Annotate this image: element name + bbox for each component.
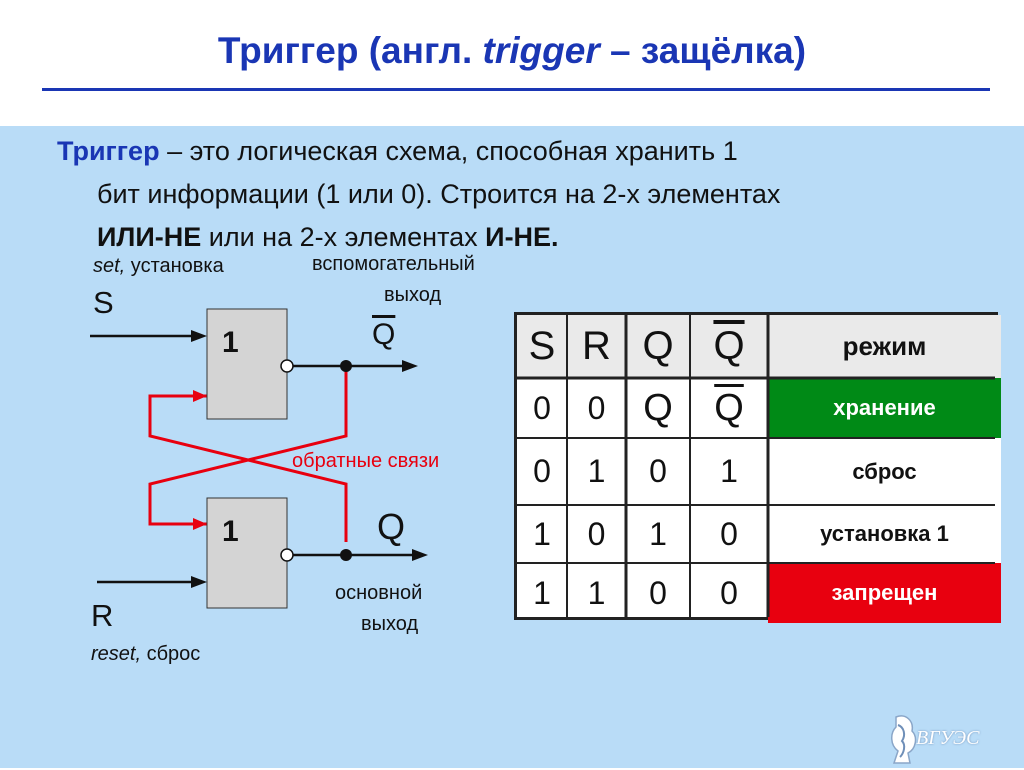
reset-label: reset, сброс bbox=[91, 643, 201, 665]
output-qbar-label: Q bbox=[372, 318, 396, 351]
gate-bottom bbox=[206, 497, 288, 609]
main-output-label-2: выход bbox=[361, 613, 419, 635]
feedback-arrow-top bbox=[193, 390, 207, 402]
title-divider bbox=[42, 88, 990, 91]
cell-r: 1 bbox=[587, 453, 606, 489]
cell-mode: установка 1 bbox=[768, 505, 1001, 563]
cell-mode: сброс bbox=[768, 438, 1001, 505]
header-mode: режим bbox=[768, 315, 1001, 378]
cell-q: 0 bbox=[649, 453, 667, 489]
logo-emblem-icon bbox=[891, 715, 917, 764]
inverter-bubble-top bbox=[280, 359, 294, 373]
cell-s: 0 bbox=[533, 389, 551, 426]
output-q-arrow bbox=[412, 549, 428, 561]
cell-q: 0 bbox=[649, 574, 667, 611]
output-q-label: Q bbox=[377, 506, 406, 547]
output-qbar-arrow bbox=[402, 360, 418, 372]
gate-top-label: 1 bbox=[222, 326, 239, 359]
cell-r: 1 bbox=[587, 574, 606, 611]
cell-qbar: 0 bbox=[720, 574, 738, 611]
header-r: R bbox=[567, 315, 626, 378]
junction-dot-bottom bbox=[340, 549, 352, 561]
header-s: S bbox=[517, 315, 567, 378]
title-band bbox=[0, 0, 1024, 126]
feedback-arrow-bottom bbox=[193, 518, 207, 530]
cell-s: 1 bbox=[533, 574, 551, 611]
input-s-arrow bbox=[191, 330, 207, 342]
gate-bottom-label: 1 bbox=[222, 515, 239, 548]
cell-s: 0 bbox=[533, 453, 551, 489]
intro-line1: – это логическая схема, способная хранит… bbox=[159, 136, 738, 166]
input-r-arrow bbox=[191, 576, 207, 588]
title-term: trigger bbox=[482, 30, 600, 71]
cell-qbar: 1 bbox=[720, 453, 738, 489]
intro-text: Триггер – это логическая схема, способна… bbox=[57, 130, 977, 259]
header-q: Q bbox=[626, 315, 690, 378]
cell-mode: хранение bbox=[768, 378, 1001, 438]
feedback-wire-bottom bbox=[148, 366, 348, 526]
intro-line3: ИЛИ-НЕ или на 2-х элементах И-НЕ. bbox=[97, 222, 559, 252]
cell-r: 0 bbox=[587, 389, 606, 426]
feedback-wire-top bbox=[148, 394, 348, 542]
page-title: Триггер (англ. trigger – защёлка) bbox=[217, 30, 807, 71]
cell-q: 1 bbox=[649, 515, 667, 552]
input-r-label: R bbox=[91, 598, 114, 633]
aux-output-label-2: выход bbox=[384, 284, 442, 306]
cell-mode: запрещен bbox=[768, 563, 1001, 623]
cell-q: Q bbox=[643, 386, 673, 429]
feedback-label: обратные связи bbox=[292, 450, 440, 472]
vguesu-logo: ВГУЭС bbox=[888, 713, 998, 770]
inverter-bubble-bottom bbox=[280, 548, 294, 562]
set-label: set, установка bbox=[93, 255, 224, 277]
intro-line2: бит информации (1 или 0). Строится на 2-… bbox=[97, 179, 781, 209]
junction-dot-top bbox=[340, 360, 352, 372]
logo-text: ВГУЭС bbox=[916, 727, 980, 749]
cell-s: 1 bbox=[533, 515, 551, 552]
cell-qbar: Q bbox=[714, 386, 744, 429]
input-s-label: S bbox=[93, 285, 114, 320]
cell-r: 0 bbox=[587, 515, 606, 552]
cell-qbar: 0 bbox=[720, 515, 738, 552]
intro-lead: Триггер bbox=[57, 136, 160, 166]
aux-output-label-1: вспомогательный bbox=[312, 253, 475, 275]
gate-top bbox=[206, 308, 288, 420]
header-qbar: Q bbox=[690, 315, 768, 378]
main-output-label-1: основной bbox=[335, 582, 423, 604]
